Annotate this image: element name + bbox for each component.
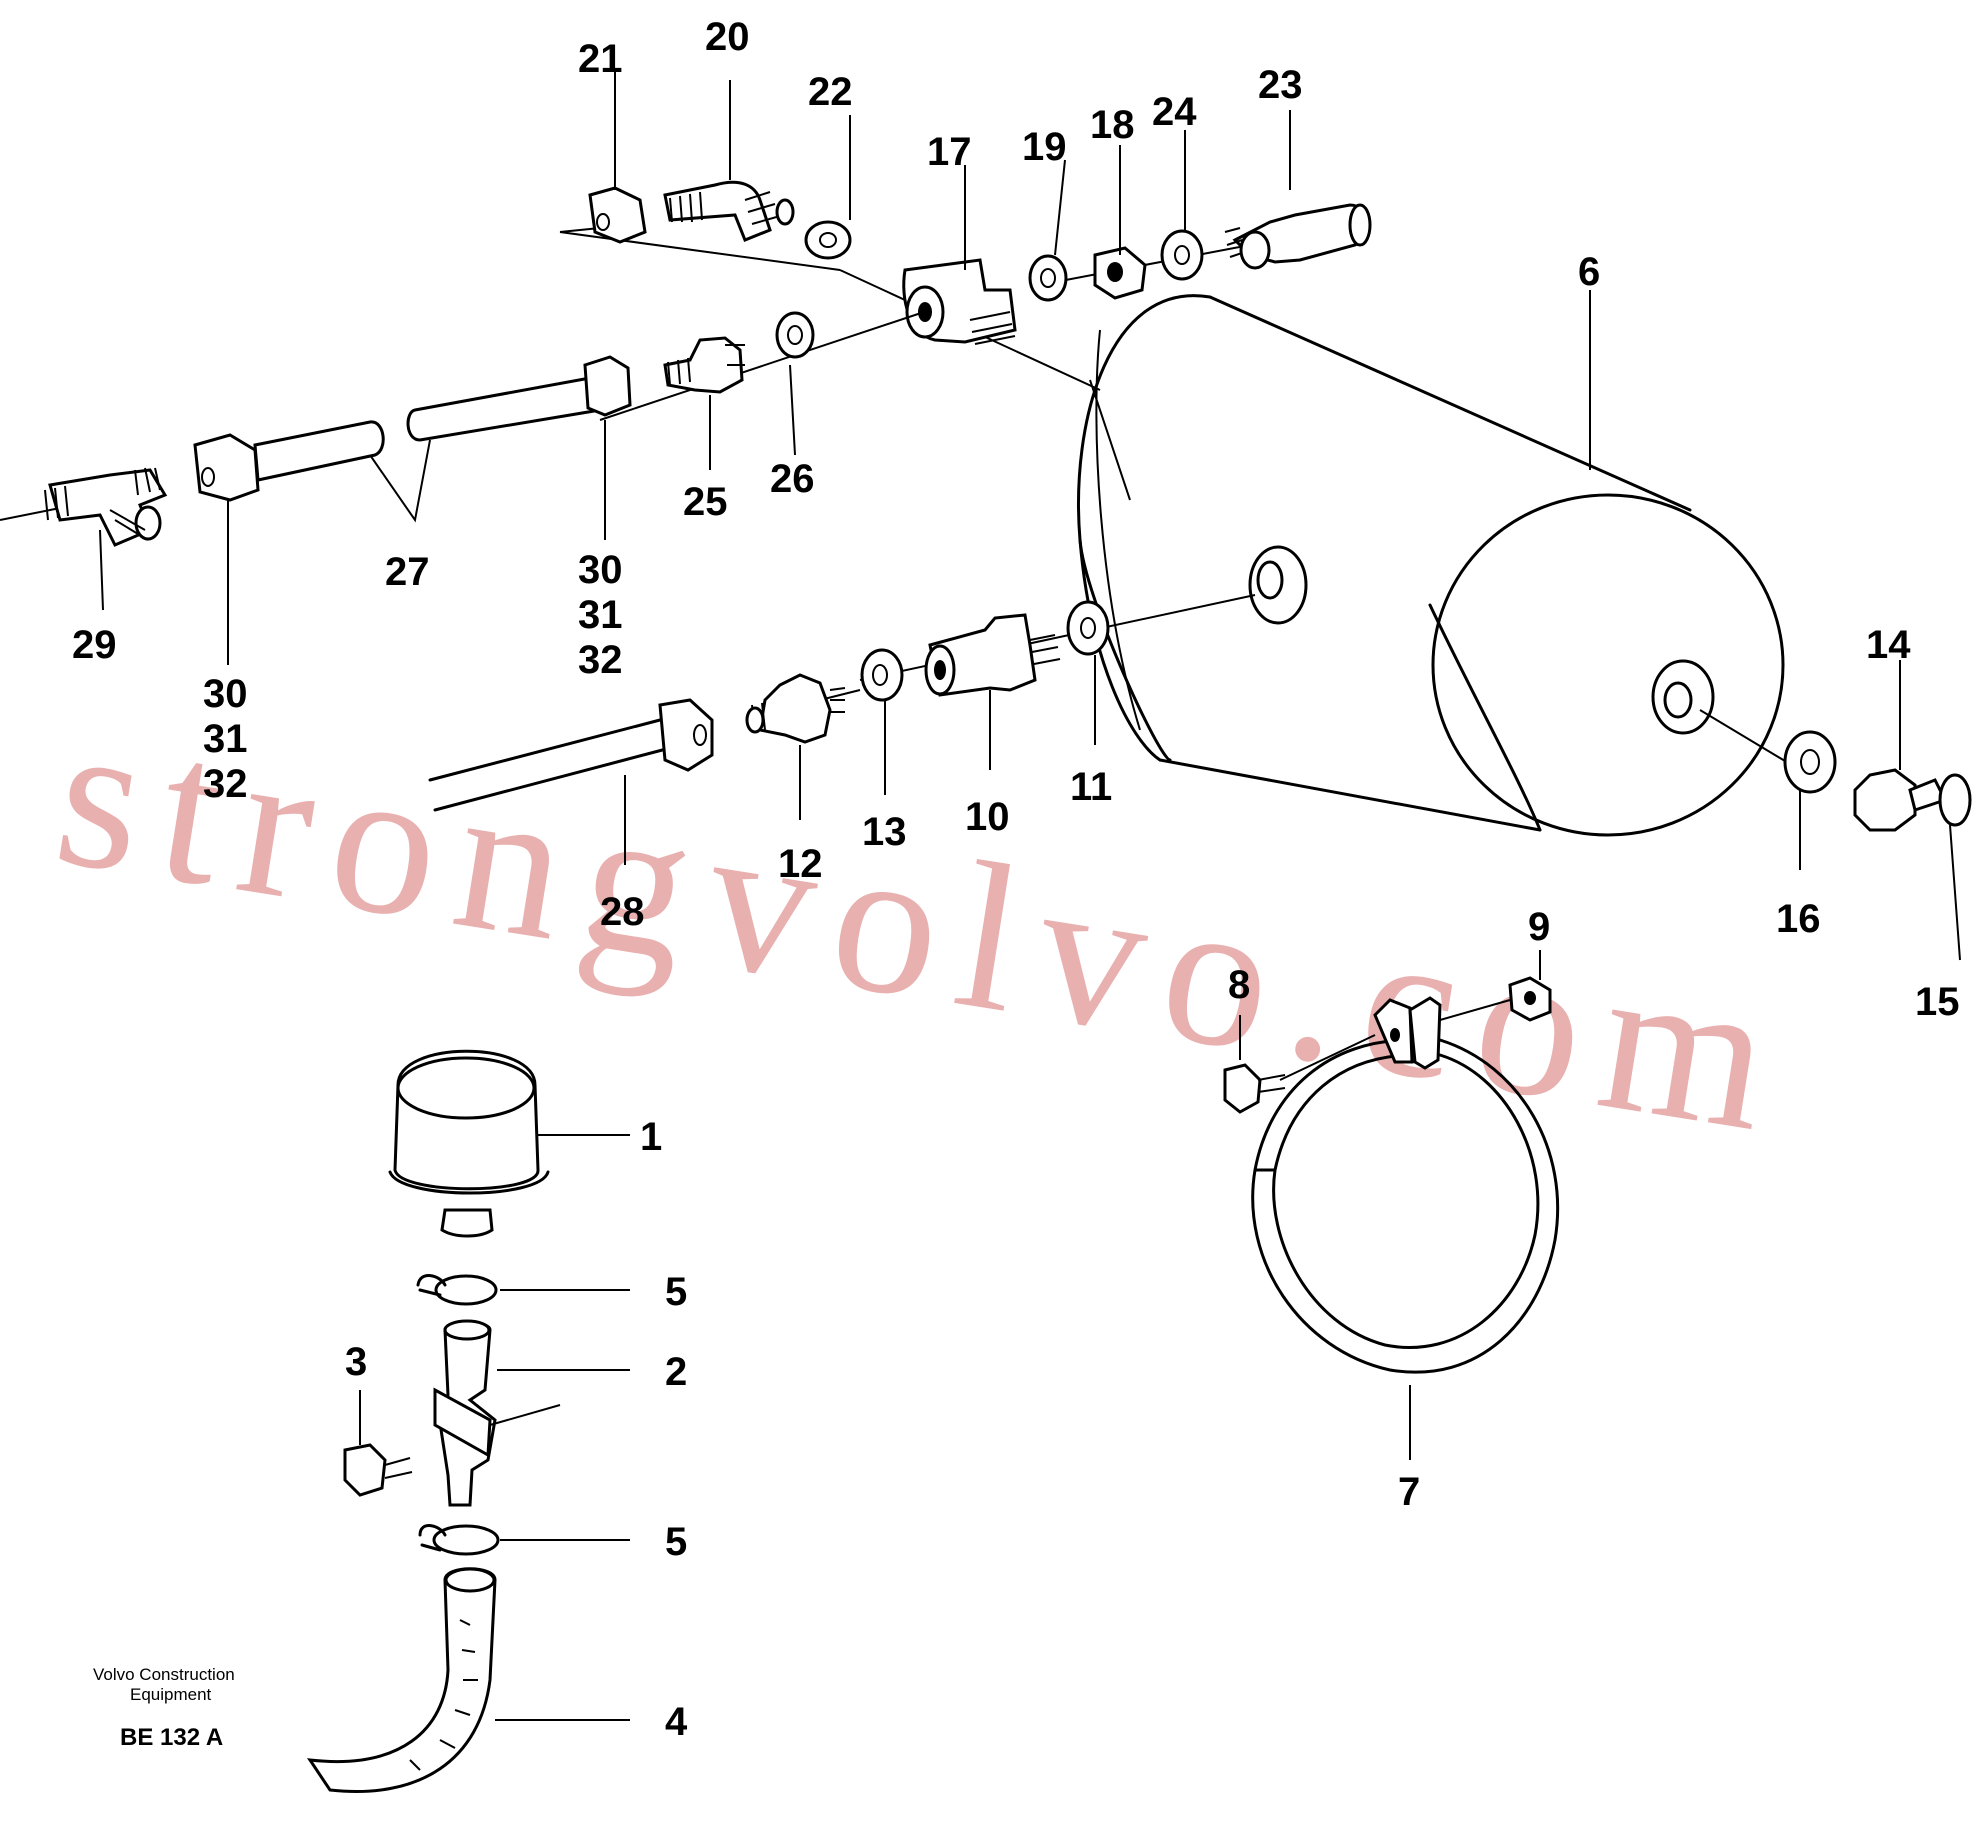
label-3: 3: [345, 1340, 367, 1384]
label-24: 24: [1152, 90, 1197, 134]
part-labels: 21 20 22 17 19 18 24 23 6 25 26 27 29 30…: [72, 15, 1960, 1744]
label-31-left: 31: [203, 717, 248, 761]
leader-lines: [99, 70, 1961, 1721]
label-5-bottom: 5: [665, 1520, 687, 1564]
label-21: 21: [578, 37, 623, 81]
label-32-left: 32: [203, 762, 248, 806]
label-18: 18: [1090, 103, 1135, 147]
top-fittings: [559, 180, 1372, 501]
label-31-mid: 31: [578, 593, 623, 637]
label-12: 12: [778, 842, 823, 886]
label-29: 29: [72, 623, 117, 667]
label-28: 28: [600, 890, 645, 934]
label-19: 19: [1022, 125, 1067, 169]
tank-clamp: [1223, 976, 1560, 1374]
label-20: 20: [705, 15, 750, 59]
label-32-mid: 32: [578, 638, 623, 682]
label-1: 1: [640, 1115, 662, 1159]
label-5-top: 5: [665, 1270, 687, 1314]
label-11: 11: [1070, 765, 1112, 809]
label-15: 15: [1915, 980, 1960, 1024]
label-27: 27: [385, 550, 430, 594]
label-13: 13: [862, 810, 907, 854]
breather-assembly: [306, 1049, 561, 1793]
label-23: 23: [1258, 63, 1303, 107]
credit-line-2: Equipment: [130, 1685, 212, 1704]
label-30-left: 30: [203, 672, 248, 716]
label-14: 14: [1866, 623, 1911, 667]
drawing-code: BE 132 A: [120, 1724, 223, 1751]
label-9: 9: [1528, 905, 1550, 949]
label-6: 6: [1578, 250, 1600, 294]
drain-valve: [1699, 709, 1972, 832]
label-26: 26: [770, 457, 815, 501]
label-7: 7: [1398, 1470, 1420, 1514]
air-tank: [1077, 294, 1785, 837]
credit-block: Volvo Construction Equipment BE 132 A: [93, 1665, 235, 1751]
lower-line-fittings: [428, 594, 1256, 812]
label-25: 25: [683, 480, 728, 524]
middle-line-fittings: [0, 309, 931, 547]
label-30-mid: 30: [578, 548, 623, 592]
credit-line-1: Volvo Construction: [93, 1665, 235, 1684]
label-16: 16: [1776, 897, 1821, 941]
label-22: 22: [808, 70, 853, 114]
label-2: 2: [665, 1350, 687, 1394]
label-10: 10: [965, 795, 1010, 839]
label-17: 17: [927, 130, 972, 174]
label-4: 4: [665, 1700, 688, 1744]
label-8: 8: [1228, 963, 1250, 1007]
